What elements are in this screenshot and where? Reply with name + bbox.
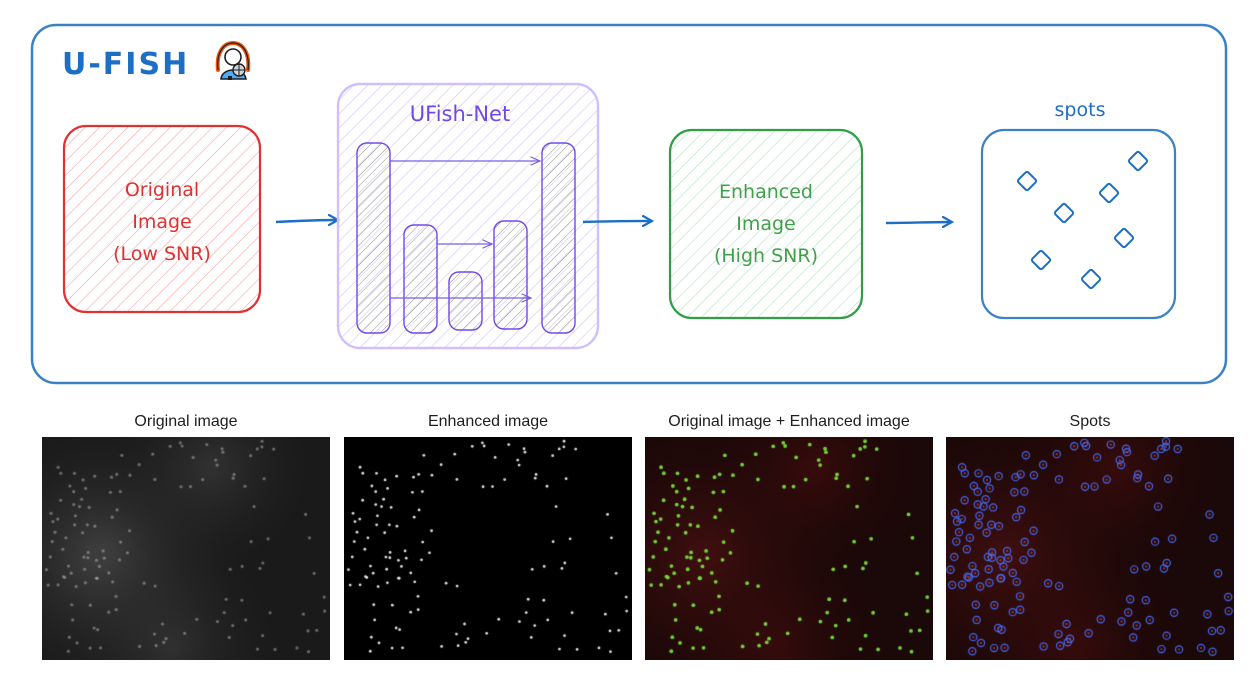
overlay-image-panel bbox=[645, 437, 933, 660]
original-box-line1: Original bbox=[125, 179, 199, 201]
flow-arrow-3 bbox=[885, 222, 952, 223]
net-bottleneck-block bbox=[448, 271, 483, 331]
original-box-line2: Image bbox=[132, 211, 192, 233]
spot-diamond-7 bbox=[1080, 268, 1102, 290]
spot-diamond-group bbox=[1016, 150, 1149, 290]
original-image-box: Original Image (Low SNR) bbox=[62, 124, 262, 314]
ufish-net-box: UFish-Net bbox=[336, 82, 600, 350]
spot-diamond-1 bbox=[1016, 170, 1038, 192]
panel-caption-original: Original image bbox=[134, 413, 238, 430]
net-decoder-block-2 bbox=[493, 220, 528, 330]
enhanced-box-line2: Image bbox=[736, 213, 796, 235]
ufish-logo-icon bbox=[215, 40, 251, 80]
app-title: U-FISH bbox=[62, 47, 189, 82]
net-encoder-block-1 bbox=[356, 142, 391, 334]
spots-image-panel bbox=[946, 437, 1234, 660]
ufish-net-title: UFish-Net bbox=[410, 102, 510, 126]
spot-diamond-3 bbox=[1098, 182, 1120, 204]
original-box-line3: (Low SNR) bbox=[113, 243, 211, 265]
enhanced-box-line1: Enhanced bbox=[719, 181, 813, 203]
spots-box: spots bbox=[980, 99, 1177, 320]
spot-diamond-6 bbox=[1030, 249, 1052, 271]
net-encoder-block-2 bbox=[403, 224, 438, 334]
spot-diamond-4 bbox=[1053, 202, 1075, 224]
enhanced-image-panel bbox=[344, 437, 632, 660]
flow-arrow-2 bbox=[582, 221, 652, 222]
panel-caption-overlay: Original image + Enhanced image bbox=[668, 413, 910, 430]
spot-diamond-5 bbox=[1113, 227, 1135, 249]
pipeline-diagram: U-FISH Original Image (Low SNR) UFish-Ne… bbox=[30, 23, 1228, 385]
outer-frame bbox=[30, 23, 1228, 385]
enhanced-image-box: Enhanced Image (High SNR) bbox=[668, 128, 864, 320]
spot-diamond-2 bbox=[1127, 150, 1149, 172]
spots-box-title: spots bbox=[1055, 99, 1106, 121]
original-image-panel bbox=[42, 437, 330, 660]
flow-arrow-1 bbox=[275, 220, 338, 222]
panel-caption-enhanced: Enhanced image bbox=[427, 413, 549, 430]
enhanced-box-line3: (High SNR) bbox=[714, 245, 818, 267]
panel-caption-spots: Spots bbox=[1069, 413, 1111, 430]
net-decoder-block-1 bbox=[541, 142, 576, 334]
